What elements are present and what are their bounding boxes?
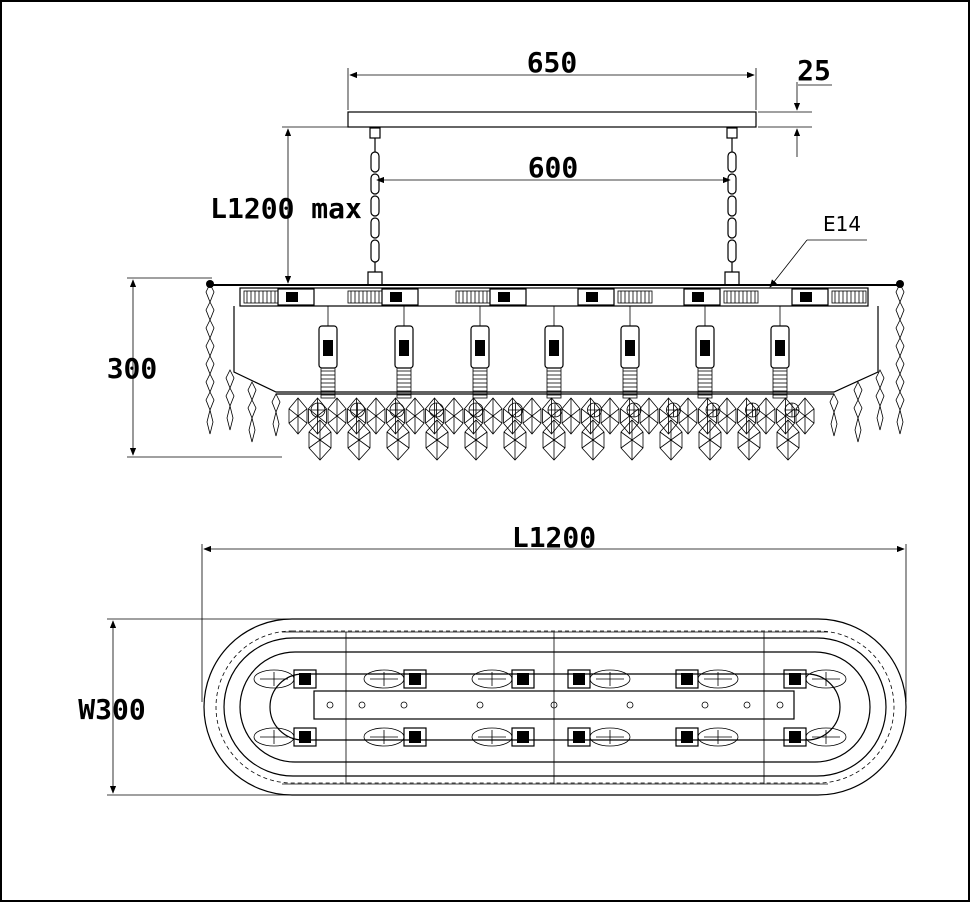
socket-vertical xyxy=(544,306,564,399)
crystal-strand xyxy=(205,283,215,435)
top-view-sockets xyxy=(253,669,847,747)
socket-vertical xyxy=(394,306,414,399)
socket-top xyxy=(675,669,739,689)
length-label: L1200 xyxy=(512,521,596,554)
crystal-strand xyxy=(247,381,257,443)
crystal-row xyxy=(288,397,815,461)
side-crystal-strands xyxy=(205,280,905,443)
socket-horizontal xyxy=(683,288,759,306)
canopy xyxy=(347,111,757,128)
socket-horizontal xyxy=(347,288,419,306)
socket-top xyxy=(567,727,631,747)
socket-horizontal xyxy=(455,288,527,306)
crystal-strand xyxy=(829,393,839,437)
chain-length-label: L1200 max xyxy=(210,192,362,225)
socket-vertical xyxy=(620,306,640,399)
socket-top xyxy=(783,727,847,747)
socket-horizontal xyxy=(243,288,315,306)
socket-vertical xyxy=(470,306,490,399)
socket-vertical xyxy=(695,306,715,399)
canopy-length-label: 650 xyxy=(527,46,578,79)
socket-top xyxy=(363,669,427,689)
top-view: L1200 W300 xyxy=(78,521,907,796)
center-bar-holes xyxy=(326,701,784,709)
socket-top xyxy=(471,669,535,689)
crystal-strand xyxy=(225,369,235,431)
socket-top xyxy=(363,727,427,747)
crystal-strand xyxy=(875,369,885,431)
chain-left xyxy=(367,127,383,286)
socket-top xyxy=(567,669,631,689)
width-label: W300 xyxy=(78,693,145,726)
socket-vertical xyxy=(318,306,338,399)
crystal-strand xyxy=(895,283,905,435)
socket-horizontal xyxy=(577,288,653,306)
socket-top xyxy=(675,727,739,747)
socket-top xyxy=(253,669,317,689)
chain-spacing-label: 600 xyxy=(528,151,579,184)
socket-type-label: E14 xyxy=(823,212,861,236)
crystal-strand xyxy=(271,393,281,437)
socket-top xyxy=(471,727,535,747)
height-label: 300 xyxy=(107,352,158,385)
chain-right xyxy=(724,127,740,286)
canopy-thickness-label: 25 xyxy=(797,54,831,87)
socket-horizontal xyxy=(791,288,867,306)
socket-vertical xyxy=(770,306,790,399)
socket-top xyxy=(253,727,317,747)
horizontal-sockets xyxy=(243,288,867,306)
outer-ring xyxy=(203,618,907,796)
socket-top xyxy=(783,669,847,689)
side-view: 650 25 600 xyxy=(107,46,905,461)
crystal-strand xyxy=(853,381,863,443)
vertical-sockets xyxy=(318,306,790,399)
inner-ring xyxy=(239,651,871,763)
